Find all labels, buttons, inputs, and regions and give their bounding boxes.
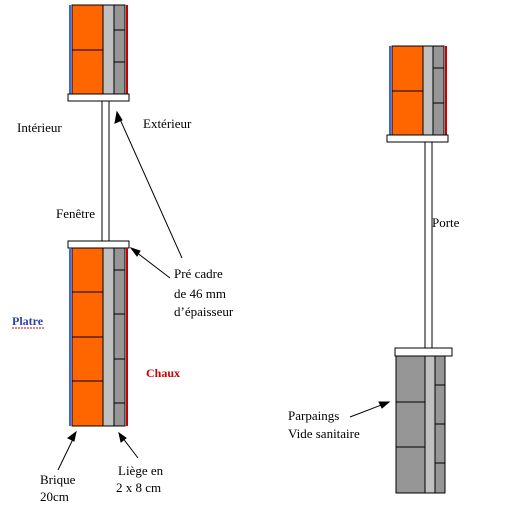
label-exterieur: Extérieur	[143, 116, 192, 131]
right-lower-wall	[394, 347, 453, 494]
label-interieur: Intérieur	[17, 120, 62, 135]
label-chaux: Chaux	[146, 366, 180, 380]
label-fenetre: Fenêtre	[56, 206, 95, 221]
door-frame	[424, 141, 433, 349]
labels: Intérieur Extérieur Fenêtre Porte Pré ca…	[12, 116, 460, 504]
right-upper-wall	[386, 45, 449, 143]
label-pre-cadre-2: de 46 mm	[174, 286, 226, 301]
window-lintel	[67, 240, 130, 249]
block-layer	[395, 355, 426, 494]
arrow-pre-cadre-window	[118, 116, 183, 259]
label-brique-2: 20cm	[40, 489, 69, 504]
window-frame	[101, 100, 110, 242]
cork-layer-outer	[113, 247, 126, 427]
arrow-parpaings	[349, 403, 385, 418]
label-pre-cadre-1: Pré cadre	[174, 266, 223, 281]
cork-layer-inner	[424, 355, 436, 494]
leader-arrows	[57, 110, 391, 471]
arrow-pre-cadre-lintel	[135, 251, 171, 279]
label-liege-1: Liège en	[118, 463, 164, 478]
door-threshold	[394, 347, 453, 357]
label-liege-2: 2 x 8 cm	[116, 480, 161, 495]
label-platre: Platre	[12, 314, 44, 328]
label-parpaings: Parpaings	[288, 408, 339, 423]
label-brique-1: Brique	[40, 472, 76, 487]
cork-layer-outer	[432, 45, 445, 136]
window-sill	[67, 93, 130, 102]
cork-layer-inner	[422, 45, 434, 136]
label-vide-sanitaire: Vide sanitaire	[288, 426, 360, 441]
arrow-brique	[57, 436, 75, 471]
label-pre-cadre-3: d’épaisseur	[174, 304, 234, 319]
cork-layer-inner	[102, 4, 115, 95]
label-porte: Porte	[432, 215, 460, 230]
cork-layer-outer	[113, 4, 126, 95]
door-lintel	[386, 134, 449, 143]
cork-layer-inner	[102, 247, 115, 427]
arrow-liege	[121, 436, 139, 459]
left-lower-wall	[67, 240, 130, 427]
left-upper-wall	[67, 4, 130, 102]
